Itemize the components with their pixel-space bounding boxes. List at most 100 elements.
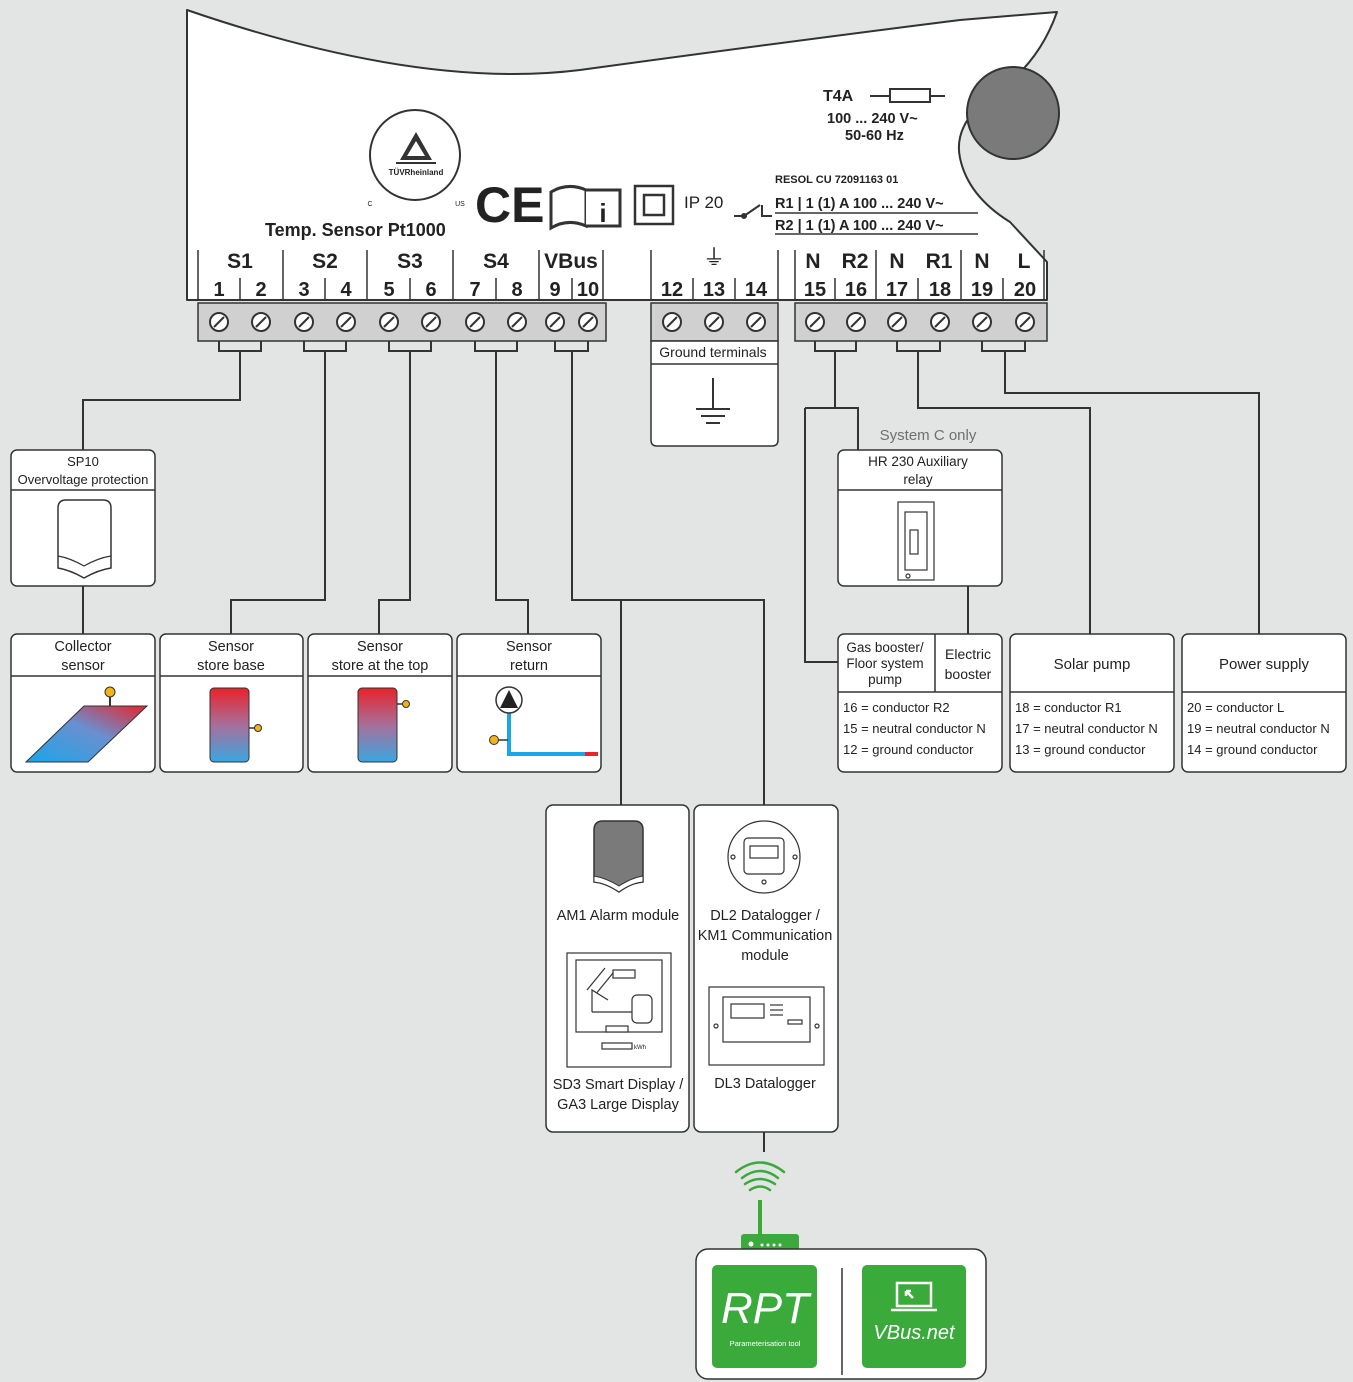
terminal-number: 15 [804, 279, 826, 301]
power-supply-box: Power supply 20 = conductor L 19 = neutr… [1181, 633, 1347, 773]
voltage-label: 100 ... 240 V~ [827, 111, 918, 127]
sensor-title-line1: Sensor [357, 639, 403, 655]
dl3-datalogger-icon [708, 986, 825, 1066]
sensor-title-line2: store at the top [332, 658, 429, 674]
power-supply-title: Power supply [1219, 656, 1310, 673]
store-top-sensor-box: Sensor store at the top [307, 633, 453, 773]
screw-slot [891, 316, 903, 328]
screw-slot [469, 316, 481, 328]
conn-line: 17 = neutral conductor N [1015, 721, 1158, 736]
smart-display-icon [566, 952, 672, 1068]
conn-line: 18 = conductor R1 [1015, 700, 1122, 715]
group-vbus: VBus [544, 250, 598, 273]
ground-symbol-header: ⏚ [703, 245, 725, 270]
hr230-subtitle: relay [903, 472, 933, 487]
group-s3: S3 [397, 250, 423, 273]
am1-label: AM1 Alarm module [557, 908, 680, 924]
fuse-icon [870, 88, 945, 103]
sp10-box: SP10 Overvoltage protection [10, 449, 156, 587]
dl3-label: DL3 Datalogger [714, 1076, 816, 1092]
sp10-title: SP10 [67, 454, 99, 469]
hr230-box: HR 230 Auxiliary relay [837, 449, 1003, 587]
group-n-15: N [805, 250, 820, 273]
sensor-dot-icon [402, 700, 410, 708]
sp10-device-icon [57, 499, 112, 579]
conn-line: 15 = neutral conductor N [843, 721, 986, 736]
manufacturer-line: RESOL CU 72091163 01 [775, 174, 898, 186]
terminal-blocks [197, 302, 1048, 342]
fuse-label: T4A [823, 88, 854, 105]
terminal-number: 17 [886, 279, 908, 301]
rpt-logo: RPT [721, 1284, 812, 1333]
screw-slot [750, 316, 762, 328]
conn-line: 12 = ground conductor [843, 742, 974, 757]
terminal-number: 18 [929, 279, 951, 301]
vbus-logo: VBus.net [873, 1322, 956, 1344]
ce-mark: CE [475, 177, 544, 233]
conn-line: 14 = ground conductor [1187, 742, 1318, 757]
terminal-number: 6 [425, 279, 436, 301]
sensor-title-line1: Collector [54, 639, 111, 655]
sensor-dot-icon [489, 735, 499, 745]
collector-sensor-box: Collector sensor [10, 633, 156, 773]
ground-icon [696, 378, 730, 424]
manual-info-icon: i [549, 185, 622, 231]
screw-slot [383, 316, 395, 328]
booster-right-line2: booster [945, 666, 992, 682]
screw-slot [850, 316, 862, 328]
rpt-app-button[interactable]: RPT Parameterisation tool [712, 1265, 817, 1368]
solar-pump-title: Solar pump [1054, 656, 1131, 673]
return-sensor-box: Sensor return [456, 633, 602, 773]
system-c-note: System C only [880, 427, 977, 444]
relay-r1-label: R1 | 1 (1) A 100 ... 240 V~ [775, 196, 944, 212]
solar-pump-box: Solar pump 18 = conductor R1 17 = neutra… [1009, 633, 1175, 773]
sensor-title-line1: Sensor [506, 639, 552, 655]
terminal-number: 5 [383, 279, 394, 301]
ground-terminals-box: Ground terminals [650, 340, 779, 447]
controller-knob[interactable] [966, 66, 1060, 160]
screw-slot [976, 316, 988, 328]
screw-slot [213, 316, 225, 328]
terminal-number: 8 [511, 279, 522, 301]
conn-line: 16 = conductor R2 [843, 700, 950, 715]
datalogger-box: DL2 Datalogger / KM1 Communication modul… [693, 804, 839, 1133]
sensor-dot-icon [254, 724, 262, 732]
sensor-title-line1: Sensor [208, 639, 254, 655]
collector-panel-icon [24, 705, 149, 763]
screw-slot [708, 316, 720, 328]
wires [82, 341, 1260, 1152]
group-s1: S1 [227, 250, 253, 273]
screw-slot [582, 316, 594, 328]
rpt-caption: Parameterisation tool [730, 1339, 801, 1348]
vbus-net-app-button[interactable]: VBus.net [862, 1265, 966, 1368]
terminal-number: 7 [469, 279, 480, 301]
store-base-sensor-box: Sensor store base [159, 633, 304, 773]
tuv-text: TÜVRheinland [389, 168, 444, 177]
ip-rating: IP 20 [684, 193, 723, 212]
screw-slot [1019, 316, 1031, 328]
terminal-number: 9 [549, 279, 560, 301]
dl2-label-line1: DL2 Datalogger / [710, 908, 821, 924]
terminal-number: 2 [255, 279, 266, 301]
terminal-number: 4 [340, 279, 352, 301]
booster-left-line3: pump [868, 672, 902, 687]
terminal-number: 19 [971, 279, 993, 301]
relay-r2-label: R2 | 1 (1) A 100 ... 240 V~ [775, 218, 944, 234]
kwh-label: kWh [634, 1045, 646, 1051]
storage-tank-icon [357, 687, 398, 763]
relay-switch-icon [734, 204, 772, 219]
group-r2: R2 [842, 250, 869, 273]
dl2-datalogger-icon [727, 820, 801, 894]
alarm-display-module-box: AM1 Alarm module kWh SD3 Smart Display /… [545, 804, 690, 1133]
terminal-number: 3 [298, 279, 309, 301]
conn-line: 20 = conductor L [1187, 700, 1284, 715]
booster-right-line1: Electric [945, 646, 991, 662]
terminal-number: 16 [845, 279, 867, 301]
group-n-17: N [889, 250, 904, 273]
tuv-logo-icon: TÜVRheinland C US [367, 109, 465, 208]
dl2-label-line2: KM1 Communication [698, 928, 833, 944]
terminal-number: 14 [745, 279, 768, 301]
terminal-number: 20 [1014, 279, 1036, 301]
dl2-label-line3: module [741, 948, 789, 964]
screw-slot [549, 316, 561, 328]
